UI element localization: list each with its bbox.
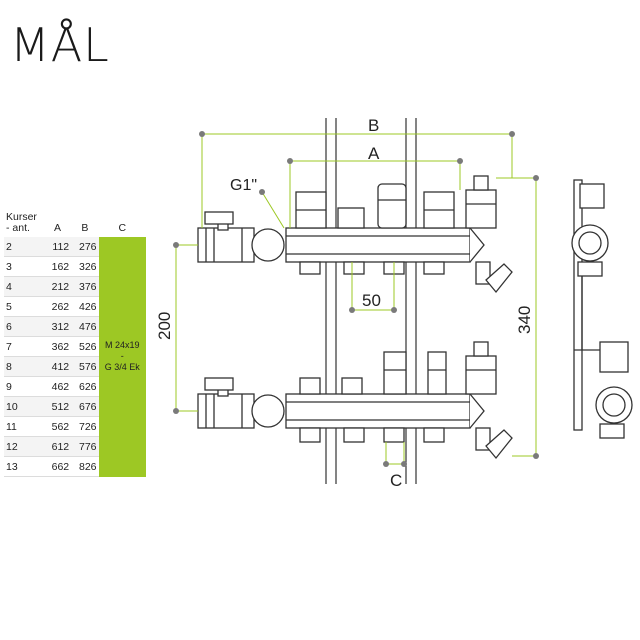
cell-kurser: 7 <box>4 336 44 357</box>
c-value-line3: G 3/4 Ek <box>104 362 140 373</box>
cell-b: 726 <box>71 416 99 437</box>
cell-b: 776 <box>71 436 99 457</box>
cell-a: 662 <box>43 456 72 477</box>
cell-b: 426 <box>71 296 99 317</box>
cell-a: 162 <box>43 256 72 277</box>
cell-b: 326 <box>71 256 99 277</box>
table-header-row: Kurser - ant. A B C <box>4 208 146 237</box>
header-b: B <box>81 222 89 234</box>
cell-kurser: 2 <box>4 237 44 257</box>
cell-b: 626 <box>71 376 99 397</box>
cell-kurser: 9 <box>4 376 44 397</box>
header-kurser-line1: Kurser <box>6 211 37 223</box>
dim-label-spacing: 50 <box>362 291 381 310</box>
cell-b: 276 <box>71 237 99 257</box>
cell-c-value: M 24x19-G 3/4 Ek <box>98 237 146 477</box>
upper-manifold <box>197 175 513 294</box>
cell-a: 412 <box>43 356 72 377</box>
dim-label-340: 340 <box>515 306 534 334</box>
cell-a: 512 <box>43 396 72 417</box>
cell-kurser: 12 <box>4 436 44 457</box>
cell-b: 826 <box>71 456 99 477</box>
cell-b: 376 <box>71 276 99 297</box>
cell-kurser: 6 <box>4 316 44 337</box>
cell-kurser: 3 <box>4 256 44 277</box>
c-value-line2: - <box>120 351 124 362</box>
side-view <box>571 179 633 439</box>
cell-a: 562 <box>43 416 72 437</box>
cell-a: 612 <box>43 436 72 457</box>
header-kurser: Kurser - ant. <box>4 208 44 237</box>
cell-b: 476 <box>71 316 99 337</box>
cell-kurser: 10 <box>4 396 44 417</box>
cell-kurser: 13 <box>4 456 44 477</box>
dim-label-a: A <box>368 144 380 163</box>
cell-a: 262 <box>43 296 72 317</box>
cell-a: 462 <box>43 376 72 397</box>
dim-label-g1: G1" <box>230 177 257 194</box>
cell-b: 576 <box>71 356 99 377</box>
dim-label-c: C <box>390 471 402 490</box>
dim-label-200: 200 <box>155 312 174 340</box>
dimension-dots <box>173 131 539 467</box>
cell-kurser: 8 <box>4 356 44 377</box>
cell-a: 212 <box>43 276 72 297</box>
cell-a: 312 <box>43 316 72 337</box>
cell-b: 526 <box>71 336 99 357</box>
header-a: A <box>53 222 61 234</box>
cell-kurser: 11 <box>4 416 44 437</box>
header-c: C <box>118 222 127 234</box>
cell-a: 362 <box>43 336 72 357</box>
cell-b: 676 <box>71 396 99 417</box>
c-value-line1: M 24x19 <box>104 340 140 351</box>
page-title: MÅL <box>10 18 110 72</box>
cell-a: 112 <box>43 237 72 257</box>
lower-manifold <box>197 341 513 460</box>
cell-kurser: 5 <box>4 296 44 317</box>
dim-label-b: B <box>368 116 379 135</box>
header-kurser-line2: - ant. <box>6 222 30 234</box>
dimension-lines <box>175 133 537 465</box>
cell-kurser: 4 <box>4 276 44 297</box>
